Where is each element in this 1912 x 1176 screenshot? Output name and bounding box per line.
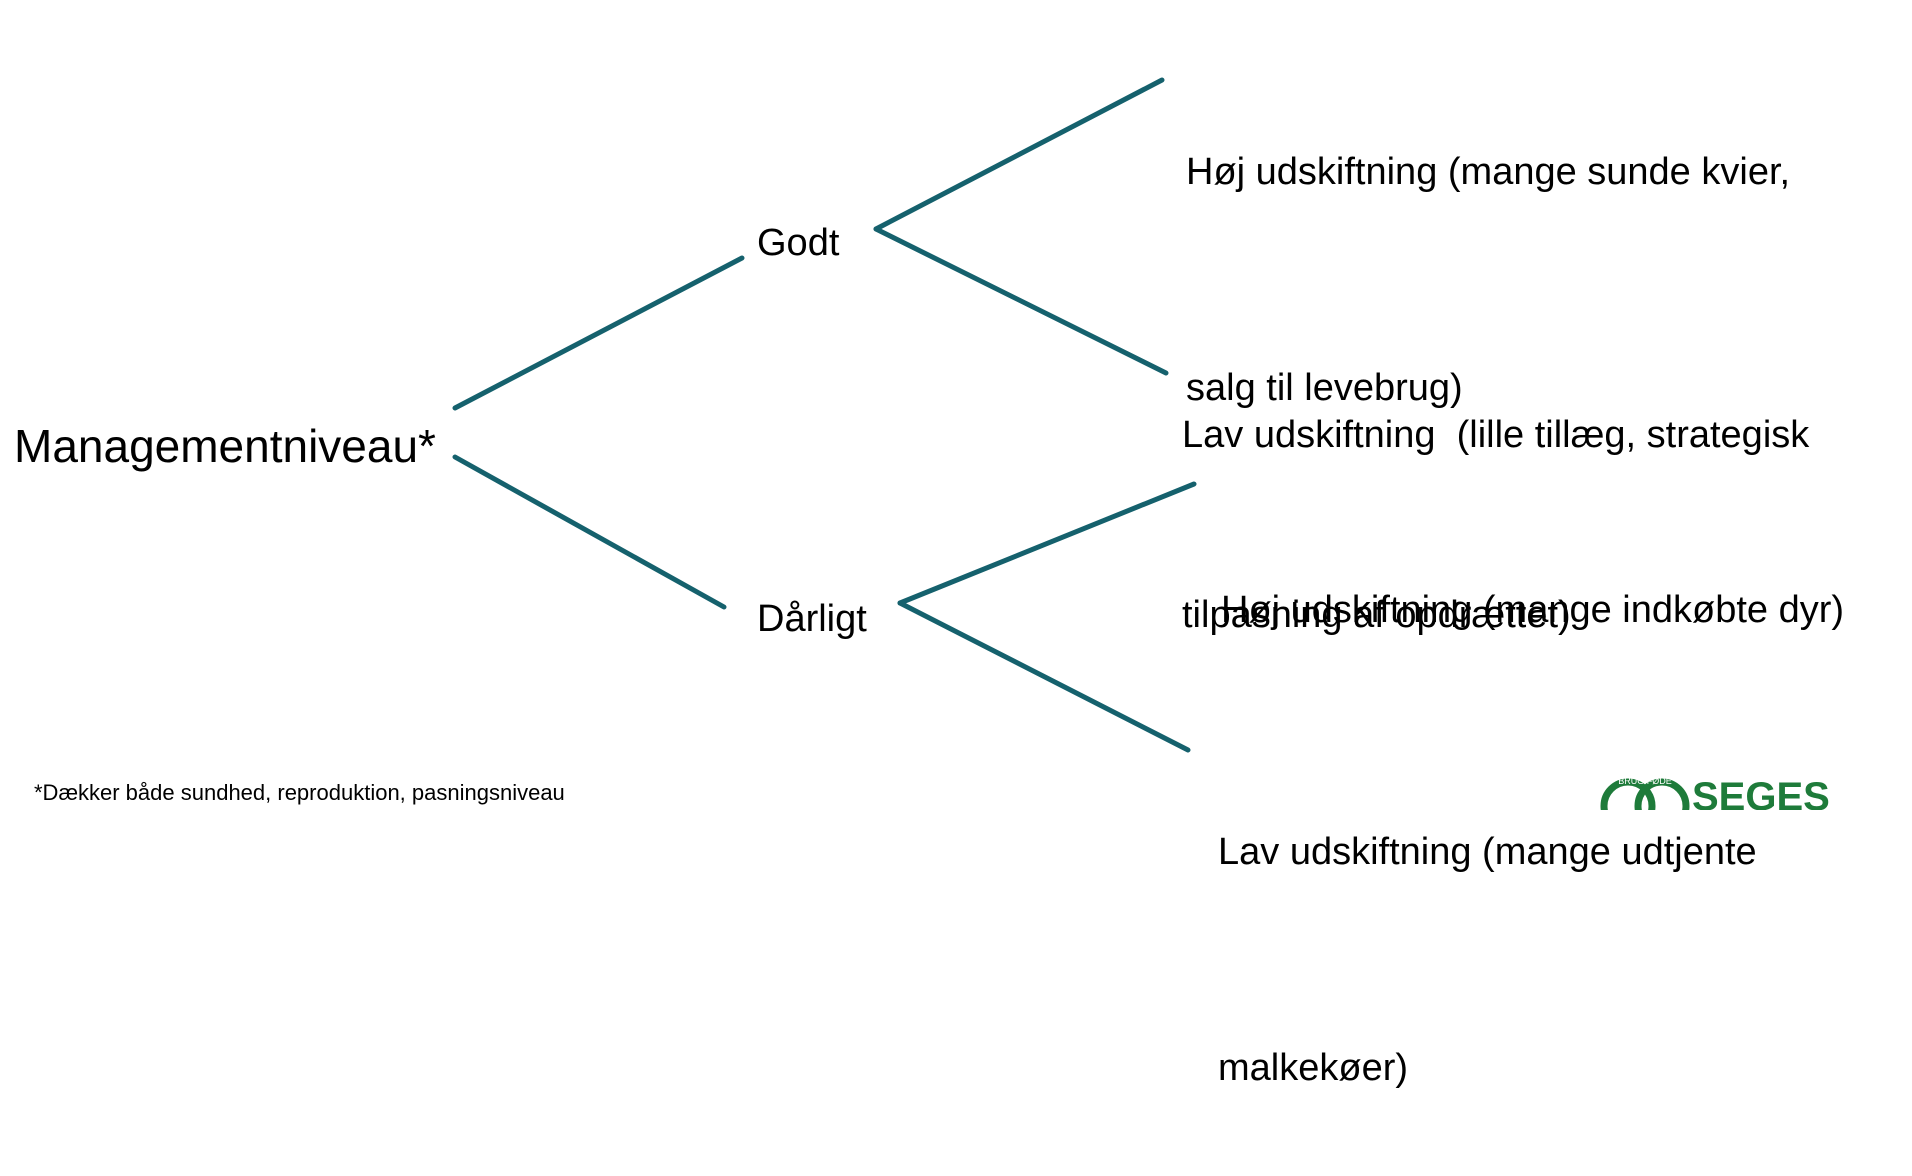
- branch-node-godt: Godt: [757, 222, 840, 264]
- logo-ring-text: BRUG FØDE: [1618, 776, 1672, 786]
- leaf-darligt-high-replacement: Høj udskiftning (mange indkøbte dyr): [1221, 430, 1844, 718]
- leaf-line-1: Høj udskiftning (mange indkøbte dyr): [1221, 589, 1845, 631]
- root-node-label: Managementniveau*: [14, 420, 436, 472]
- leaf-godt-low-replacement: Lav udskiftning (lille tillæg, strategis…: [1182, 285, 1809, 705]
- line-root-to-godt: [452, 255, 745, 411]
- leaf-line-2: tilpasning af opdrættet): [1182, 594, 1571, 636]
- tree-connector-lines: [452, 77, 1197, 753]
- leaf-line-1: Høj udskiftning (mange sunde kvier,: [1186, 151, 1791, 193]
- footnote: *Dækker både sundhed, reproduktion, pasn…: [34, 780, 565, 805]
- logo-wordmark: SEGES: [1692, 775, 1830, 810]
- leaf-line-1: Lav udskiftning (mange udtjente: [1218, 831, 1757, 873]
- line-darligt-to-low-replacement: [897, 600, 1191, 753]
- leaf-darligt-low-replacement: Lav udskiftning (mange udtjente malkekøe…: [1218, 672, 1757, 1176]
- leaf-line-2: salg til levebrug): [1186, 367, 1463, 409]
- leaf-godt-high-replacement: Høj udskiftning (mange sunde kvier, salg…: [1186, 0, 1790, 496]
- leaf-line-1: Lav udskiftning (lille tillæg, strategis…: [1182, 414, 1810, 456]
- line-godt-to-low-replacement: [873, 226, 1169, 376]
- line-darligt-to-high-replacement: [897, 481, 1197, 606]
- line-godt-to-high-replacement: [873, 77, 1165, 232]
- line-root-to-darligt: [452, 454, 727, 610]
- leaf-line-2: malkekøer): [1218, 1047, 1409, 1089]
- seges-logo: BRUG FØDE SEGES: [1600, 775, 1830, 810]
- branch-node-darligt: Dårligt: [757, 598, 867, 640]
- logo-ring-right-icon: [1634, 778, 1690, 810]
